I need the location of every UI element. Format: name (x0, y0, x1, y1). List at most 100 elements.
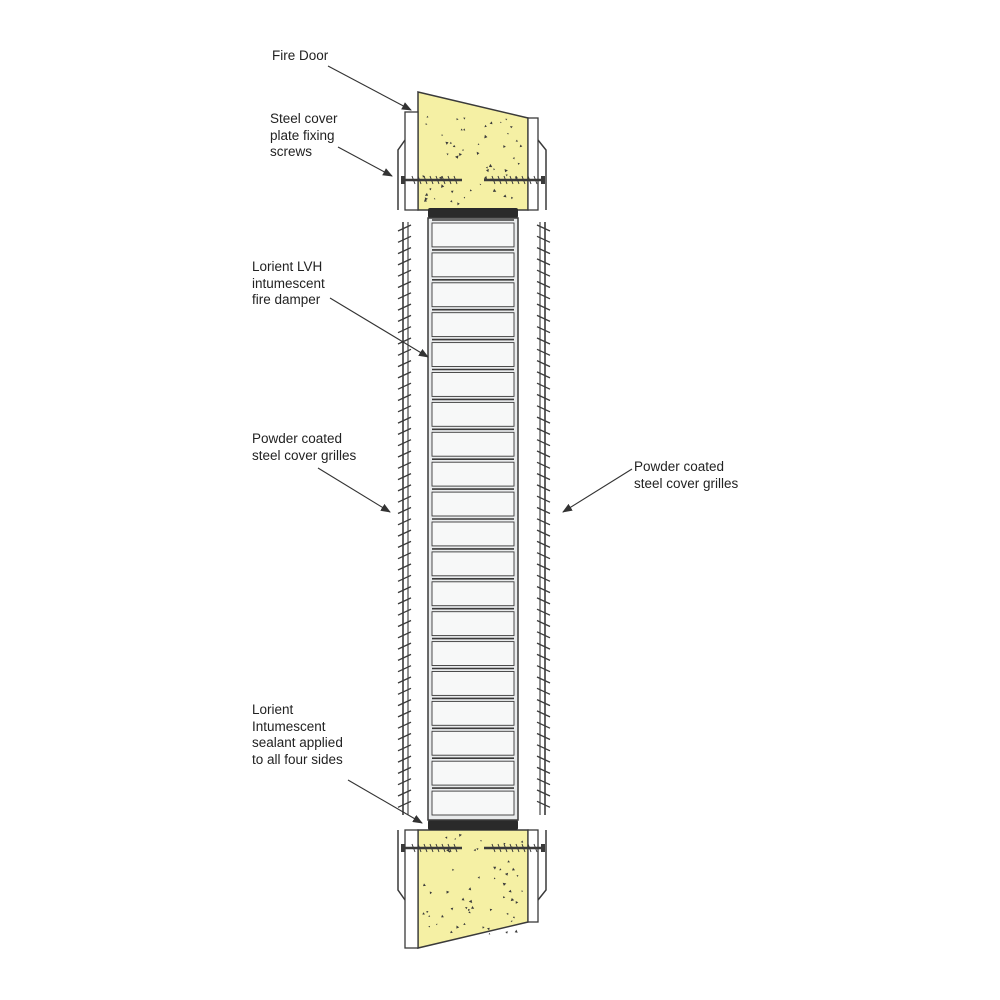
grille-louvre (536, 631, 551, 639)
label-fire-damper-line-2: intumescent (252, 275, 325, 291)
grille-louvre (536, 710, 551, 718)
grille-louvre (397, 224, 412, 232)
speckle-mark (450, 930, 453, 934)
grille-louvre (397, 314, 412, 322)
grille-louvre (397, 280, 412, 289)
speckle-mark (446, 153, 449, 156)
grille-louvre (397, 552, 412, 560)
speckle-mark (452, 144, 456, 148)
grille-louvre (536, 789, 551, 797)
speckle-mark (426, 115, 429, 118)
grille-louvre (397, 235, 412, 243)
grille-louvre (397, 473, 412, 481)
fire-door-bottom (404, 829, 539, 949)
speckle-mark (510, 898, 515, 902)
speckle-mark (493, 877, 496, 880)
grille-louvre (397, 744, 412, 752)
arrow-damper (329, 297, 429, 358)
grille-louvre (536, 326, 551, 334)
speckle-mark (505, 931, 508, 934)
speckle-mark (468, 908, 471, 912)
grille-louvre (536, 461, 551, 469)
speckle-mark (463, 196, 466, 199)
speckle-mark (476, 151, 480, 155)
grille-louvre (536, 699, 551, 707)
speckle-mark (450, 200, 453, 203)
grille-louvre (397, 755, 412, 763)
speckle-mark (455, 155, 459, 159)
speckle-mark (424, 198, 428, 202)
grille-louvre (397, 484, 412, 492)
grille-louvre (397, 269, 412, 277)
speckle-mark (477, 143, 480, 146)
label-fire-door-line-1: Fire Door (272, 48, 329, 63)
label-fixing-screws-line-3: screws (270, 144, 313, 159)
bracket-right-top (537, 139, 547, 210)
grille-louvre (397, 800, 412, 808)
speckle-mark (504, 872, 509, 876)
grille-louvre (536, 405, 551, 413)
grille-louvre (397, 258, 412, 266)
label-sealant: Lorient Intumescent sealant applied to a… (252, 702, 343, 768)
speckle-mark (428, 925, 431, 928)
grille-louvre (397, 382, 412, 390)
bracket-right-bottom (537, 830, 547, 901)
speckle-mark (429, 187, 432, 191)
grille-louvre (536, 608, 551, 616)
speckle-mark (441, 184, 445, 188)
speckle-mark (461, 897, 465, 901)
door-bottom-speckle (422, 833, 524, 935)
speckle-mark (446, 848, 450, 853)
grille-louvre (397, 439, 412, 447)
sealant-top (428, 208, 518, 218)
grille-left (397, 222, 412, 815)
damper-slat (431, 581, 515, 607)
speckle-mark (468, 911, 471, 914)
label-fixing-screws-line-1: Steel cover (270, 111, 338, 126)
grille-louvre (536, 484, 551, 492)
screw-bottom-right (484, 843, 545, 853)
grille-louvre (536, 687, 551, 695)
grille-louvre (397, 461, 412, 469)
speckle-mark (463, 117, 466, 120)
speckle-mark (503, 194, 507, 198)
damper-slats (431, 219, 515, 816)
grille-louvre (536, 280, 551, 289)
speckle-mark (512, 867, 515, 871)
damper-slat (431, 222, 515, 248)
speckle-mark (463, 128, 466, 131)
grille-louvre (536, 473, 551, 481)
label-sealant-line-4: to all four sides (252, 751, 343, 767)
grille-louvre (397, 789, 412, 797)
speckle-mark (485, 166, 488, 169)
grille-louvre (536, 258, 551, 266)
arrow-grilles-right (562, 468, 633, 513)
damper-slat (431, 491, 515, 517)
grille-louvre (536, 552, 551, 560)
speckle-mark (489, 121, 493, 125)
grille-louvre (397, 393, 412, 402)
grille-louvre (397, 766, 412, 774)
fixing-screws (401, 175, 545, 853)
grille-louvre (397, 450, 412, 458)
damper-slat (431, 252, 515, 278)
speckle-mark (424, 192, 429, 196)
speckle-mark (505, 174, 508, 177)
speckle-mark (459, 833, 462, 837)
damper-slat (431, 312, 515, 338)
arrow-grilles-left (317, 467, 391, 513)
grille-louvre (536, 766, 551, 774)
speckle-mark (441, 134, 444, 137)
grille-louvre (397, 247, 412, 255)
label-sealant-line-2: Intumescent (252, 718, 326, 734)
speckle-mark (426, 911, 429, 914)
damper-slat (431, 342, 515, 367)
damper-slat (431, 760, 515, 786)
grille-louvre (397, 665, 412, 673)
speckle-mark (505, 118, 508, 121)
speckle-mark (457, 202, 460, 206)
grille-louvre (536, 314, 551, 322)
speckle-mark (422, 912, 425, 915)
screw-top-right (484, 175, 545, 185)
speckle-mark (489, 908, 493, 912)
